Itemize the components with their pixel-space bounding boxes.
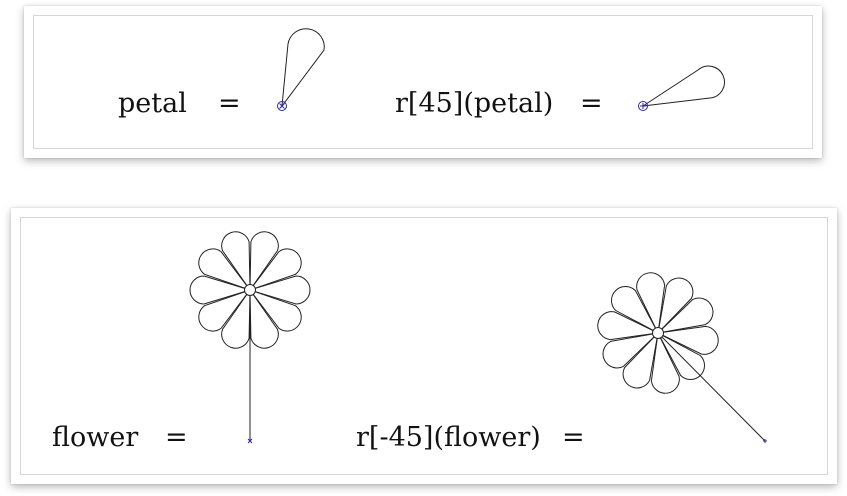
petal-2 [656,325,719,355]
rotated-petal-origin-marker [638,101,648,111]
petal-label: petal [118,88,187,119]
petal-5 [249,288,279,349]
equals-sign-3: = [165,422,188,453]
petal-1 [656,297,714,334]
petal-7 [597,311,660,341]
petal-5 [622,331,659,389]
bottom-panel [11,208,837,484]
rotated-flower-stem [657,332,766,442]
rotated-flower-center [652,327,664,339]
bottom-panel-frame [20,217,828,475]
flower-origin-marker [247,438,253,444]
petal-8 [189,275,252,305]
petal-6 [602,332,660,369]
petal-8 [611,286,660,335]
equals-sign: = [218,88,241,119]
petal-3 [248,275,311,305]
flower-center [244,284,256,296]
petal-shape [281,28,325,108]
flower-label: flower [52,422,139,453]
petal-1 [249,231,279,292]
petal-7 [198,288,252,332]
petal-origin-marker [277,101,287,111]
petal-10 [221,231,251,292]
petal-4 [248,288,302,332]
equals-sign-4: = [562,422,585,453]
equals-sign-2: = [580,88,603,119]
petal-6 [221,288,251,349]
rotated-flower-label: r[-45](flower) [356,422,541,453]
petal-9 [198,248,252,292]
top-panel-frame [33,15,813,149]
petal-4 [650,331,680,394]
rotated-flower-origin-marker [763,439,767,443]
top-panel [24,6,822,158]
rotated-flower-petals [597,272,719,394]
petal-9 [636,272,666,335]
petal-2 [248,248,302,292]
petal-10 [657,277,694,335]
flower-petals [189,231,311,349]
rotated-petal-label: r[45](petal) [395,88,554,119]
